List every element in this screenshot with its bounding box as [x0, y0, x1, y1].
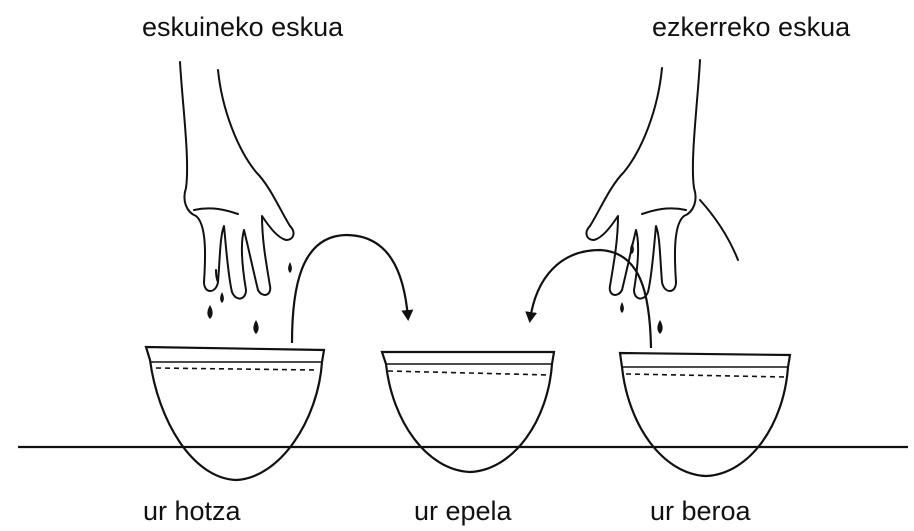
move-arrow-left-to-middle [292, 235, 408, 343]
move-arrow-right-to-middle [530, 250, 651, 348]
right-hand-drawing [180, 62, 293, 299]
warm-water-label: ur epela [414, 496, 512, 526]
cold-water-level [156, 368, 316, 370]
right-hand-label: eskuineko eskua [142, 12, 343, 42]
water-drops-left-hand [620, 243, 663, 334]
hot-water-level [626, 374, 786, 377]
hot-water-label: ur beroa [650, 496, 751, 526]
left-hand-label: ezkerreko eskua [652, 12, 850, 42]
cold-water-bowl [146, 347, 324, 480]
cold-water-label: ur hotza [143, 496, 241, 526]
water-temperature-illustration [10, 50, 910, 490]
left-hand-drawing [587, 60, 738, 299]
warm-water-level [388, 371, 550, 375]
warm-water-bowl [382, 352, 554, 472]
hot-water-bowl [620, 353, 790, 476]
water-drops-right-hand [207, 262, 292, 334]
